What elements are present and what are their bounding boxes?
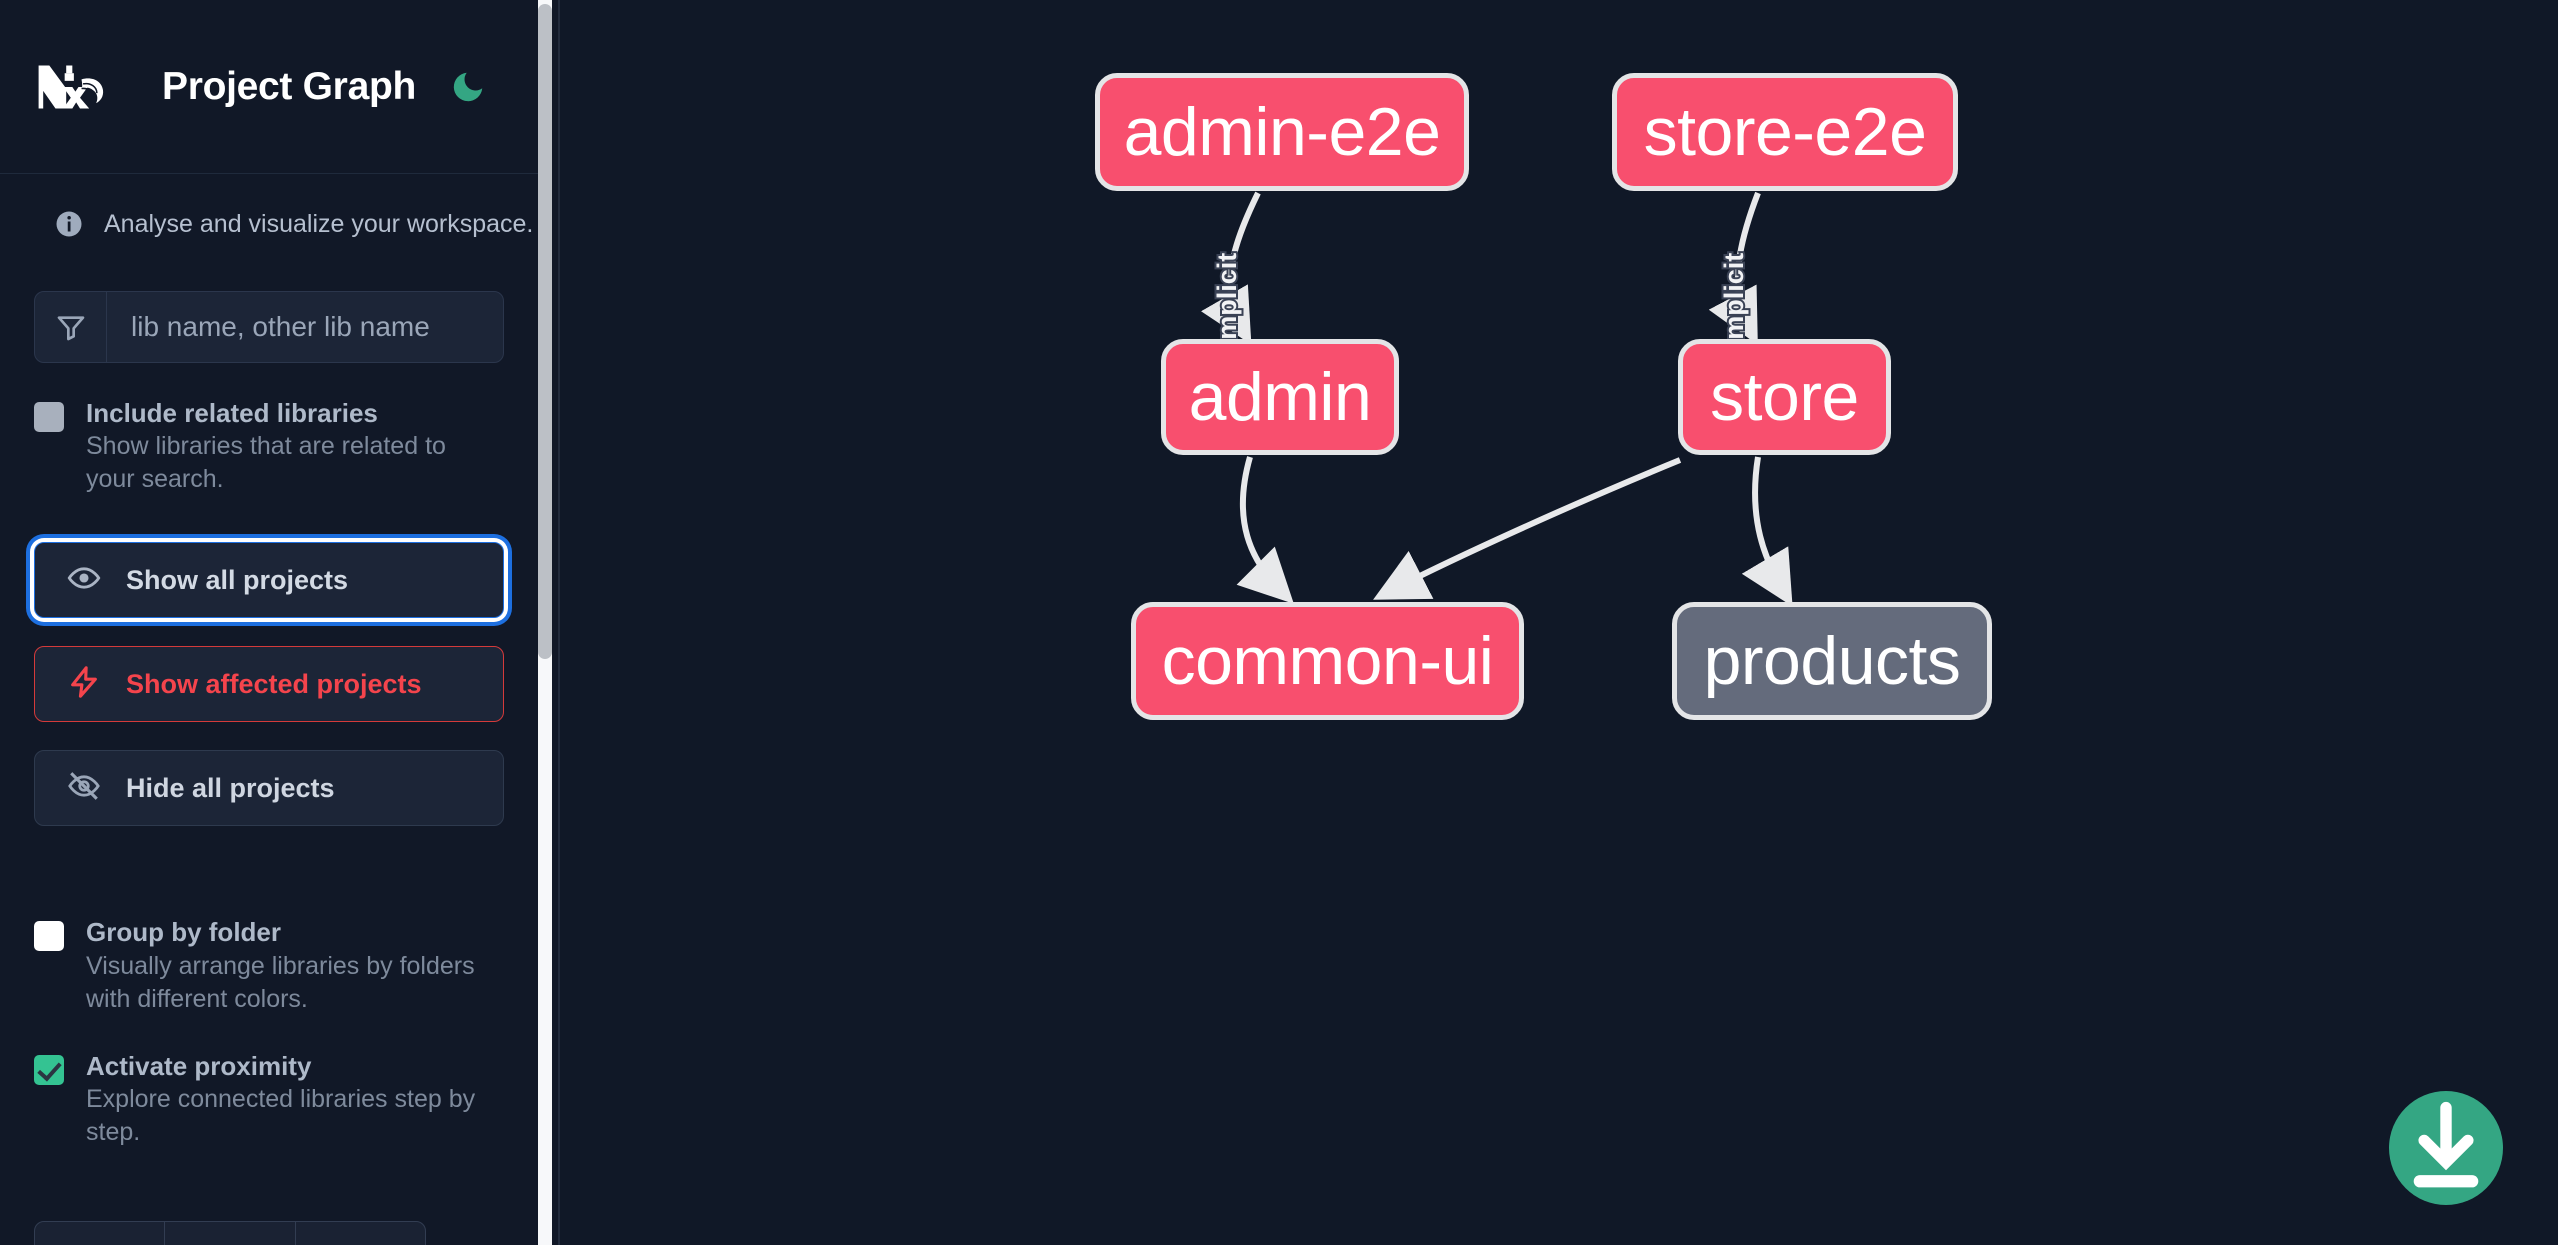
node-label: store (1710, 359, 1859, 435)
graph-node-admin-e2e[interactable]: admin-e2e (1095, 73, 1469, 191)
nx-logo-icon (34, 56, 126, 118)
segment-1[interactable] (35, 1222, 166, 1245)
node-label: admin (1188, 359, 1372, 435)
info-icon (54, 209, 84, 239)
checkbox-row-activate-proximity[interactable]: Activate proximity Explore connected lib… (0, 1050, 538, 1149)
node-label: products (1703, 623, 1961, 699)
sidebar-scrollbar-thumb[interactable] (538, 4, 552, 659)
sidebar-header: Project Graph (0, 0, 538, 174)
checkbox-description: Explore connected libraries step by step… (86, 1084, 476, 1146)
checkbox-group-by-folder[interactable] (34, 921, 64, 952)
project-action-buttons: Show all projects Show affected projects (0, 542, 538, 827)
graph-node-products[interactable]: products (1672, 602, 1992, 720)
page-title: Project Graph (162, 64, 416, 108)
graph-node-common-ui[interactable]: common-ui (1131, 602, 1524, 720)
graph-canvas[interactable]: implicit implicit admin-e2e store-e2e ad… (560, 0, 2558, 1245)
checkbox-row-group-by-folder[interactable]: Group by folder Visually arrange librari… (0, 916, 538, 1015)
graph-node-store-e2e[interactable]: store-e2e (1612, 73, 1958, 191)
tagline-text: Analyse and visualize your workspace. (104, 209, 534, 238)
edge-store-products (1741, 456, 1793, 607)
node-label: store-e2e (1643, 94, 1927, 170)
sidebar: Project Graph Analyse and visualize your… (0, 0, 560, 1245)
show-all-projects-button[interactable]: Show all projects (34, 542, 504, 619)
lightning-bolt-icon (67, 665, 101, 704)
show-affected-projects-button[interactable]: Show affected projects (34, 646, 504, 723)
sidebar-divider (558, 0, 560, 1245)
segment-2[interactable] (165, 1222, 296, 1245)
graph-edges: implicit implicit (1201, 191, 1793, 607)
checkbox-activate-proximity[interactable] (34, 1054, 64, 1085)
node-label: common-ui (1161, 623, 1494, 699)
button-label: Show all projects (126, 564, 349, 595)
sidebar-scrollbar-track[interactable] (538, 0, 552, 1245)
download-button[interactable] (2389, 1091, 2503, 1205)
edge-admin-e2e-admin (1201, 191, 1261, 345)
graph-node-store[interactable]: store (1678, 339, 1891, 455)
button-label: Show affected projects (126, 668, 422, 699)
checkbox-description: Visually arrange libraries by folders wi… (86, 951, 475, 1013)
checkbox-include-related[interactable] (34, 402, 64, 432)
funnel-icon (35, 292, 107, 362)
edge-store-e2e-store (1708, 191, 1761, 345)
checkbox-label: Include related libraries (86, 398, 378, 428)
checkbox-label: Activate proximity (86, 1050, 312, 1081)
moon-icon[interactable] (446, 65, 490, 109)
segment-3[interactable] (296, 1222, 425, 1245)
eye-icon (67, 561, 101, 600)
search-input[interactable] (107, 292, 503, 362)
edge-store-common-ui (1373, 457, 1682, 600)
checkbox-description: Show libraries that are related to your … (86, 432, 446, 494)
filter-field[interactable] (34, 291, 504, 363)
eye-off-icon (67, 769, 101, 808)
sidebar-scroll-area[interactable]: Project Graph Analyse and visualize your… (0, 0, 560, 1245)
edge-label-implicit-store: implicit (1719, 253, 1749, 348)
button-label: Hide all projects (126, 772, 335, 803)
proximity-segmented-control[interactable] (34, 1221, 426, 1245)
node-label: admin-e2e (1123, 94, 1441, 170)
graph-node-admin[interactable]: admin (1161, 339, 1399, 455)
tagline: Analyse and visualize your workspace. (0, 174, 538, 239)
edge-label-implicit-admin: implicit (1212, 253, 1242, 348)
edge-admin-common-ui (1236, 456, 1294, 604)
checkbox-row-include-related[interactable]: Include related libraries Show libraries… (0, 397, 538, 496)
checkbox-label: Group by folder (86, 917, 281, 948)
hide-all-projects-button[interactable]: Hide all projects (34, 750, 504, 827)
